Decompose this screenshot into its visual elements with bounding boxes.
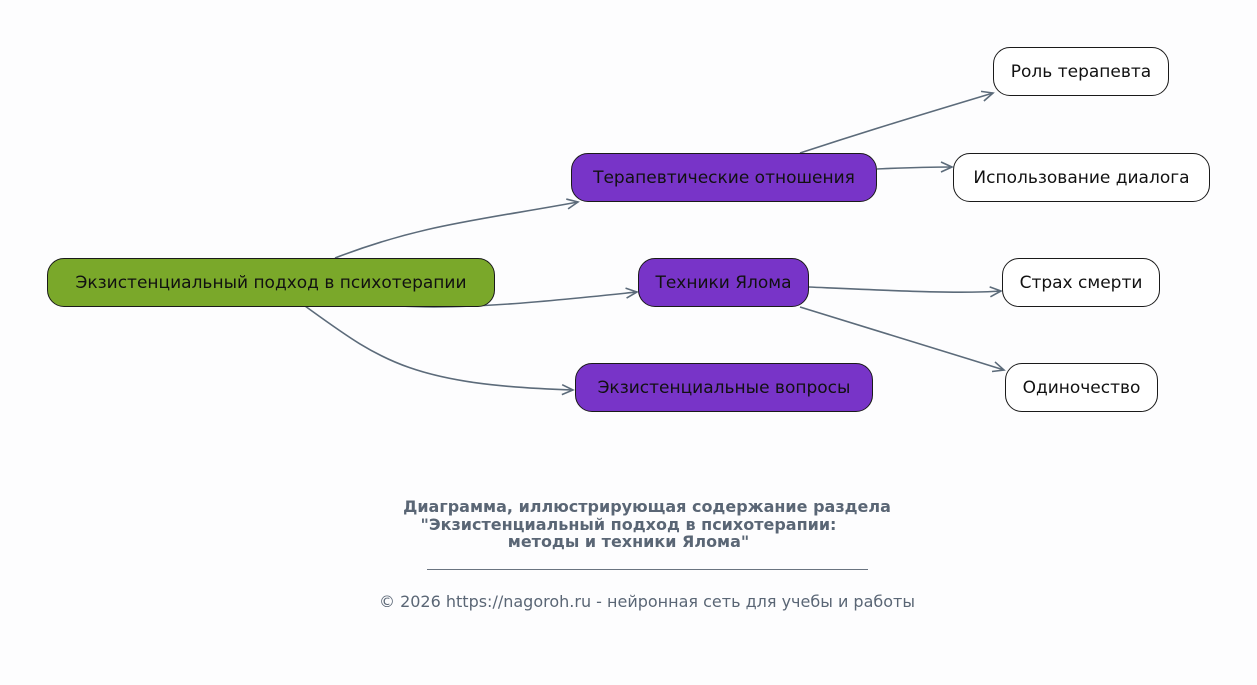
caption-line-1: Диаграмма, иллюстрирующая содержание раз… <box>403 497 891 516</box>
node-label: Роль терапевта <box>1010 61 1152 82</box>
node-dialogue-use[interactable]: Использование диалога <box>953 153 1210 202</box>
node-label: Использование диалога <box>973 167 1190 188</box>
edge-yalom-to-loneliness <box>799 306 1006 373</box>
edge-root-to-therapeutic-relations <box>334 198 580 259</box>
edge-yalom-to-fear-of-death <box>808 286 1003 298</box>
node-existential-questions[interactable]: Экзистенциальные вопросы <box>575 363 873 412</box>
node-fear-of-death[interactable]: Страх смерти <box>1002 258 1160 307</box>
caption-line-2: "Экзистенциальный подход в психотерапии: <box>420 515 837 534</box>
caption-line-3: методы и техники Ялома" <box>507 532 750 551</box>
node-label: Экзистенциальный подход в психотерапии <box>75 272 467 293</box>
node-label: Терапевтические отношения <box>593 167 855 188</box>
node-label: Страх смерти <box>1019 272 1143 293</box>
node-loneliness[interactable]: Одиночество <box>1005 363 1158 412</box>
node-therapist-role[interactable]: Роль терапевта <box>993 47 1169 96</box>
edge-root-to-existential-questions <box>304 305 575 396</box>
node-root-existential-approach[interactable]: Экзистенциальный подход в психотерапии <box>47 258 495 307</box>
node-label: Техники Ялома <box>655 272 792 293</box>
caption-divider <box>427 569 868 570</box>
footer-copyright: © 2026 https://nagoroh.ru - нейронная се… <box>378 592 915 611</box>
node-therapeutic-relations[interactable]: Терапевтические отношения <box>571 153 877 202</box>
node-label: Одиночество <box>1022 377 1141 398</box>
edge-relations-to-therapist-role <box>799 90 995 154</box>
node-label: Экзистенциальные вопросы <box>597 377 851 398</box>
edge-relations-to-dialogue-use <box>876 161 954 173</box>
node-yalom-techniques[interactable]: Техники Ялома <box>638 258 809 307</box>
